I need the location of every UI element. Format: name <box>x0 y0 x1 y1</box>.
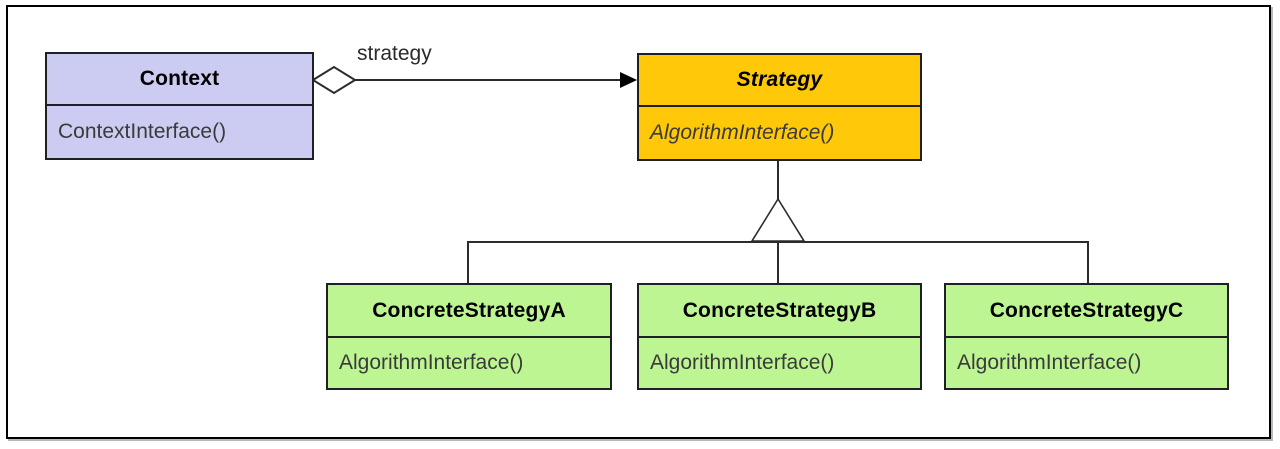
class-name-strategy: Strategy <box>639 55 920 107</box>
class-box-context: Context ContextInterface() <box>45 52 314 160</box>
class-box-concrete-strategy-c: ConcreteStrategyC AlgorithmInterface() <box>944 283 1229 390</box>
class-name-context: Context <box>47 54 312 106</box>
class-name-concrete-strategy-b: ConcreteStrategyB <box>639 285 920 338</box>
class-method-concrete-strategy-a: AlgorithmInterface() <box>339 351 524 374</box>
class-name-concrete-strategy-a: ConcreteStrategyA <box>328 285 610 338</box>
class-method-context: ContextInterface() <box>58 120 227 143</box>
class-method-strategy: AlgorithmInterface() <box>650 121 835 144</box>
class-box-concrete-strategy-a: ConcreteStrategyA AlgorithmInterface() <box>326 283 612 390</box>
class-box-strategy: Strategy AlgorithmInterface() <box>637 53 922 161</box>
class-method-concrete-strategy-b: AlgorithmInterface() <box>650 351 835 374</box>
class-method-concrete-strategy-c: AlgorithmInterface() <box>957 351 1142 374</box>
association-label: strategy <box>357 42 432 65</box>
class-box-concrete-strategy-b: ConcreteStrategyB AlgorithmInterface() <box>637 283 922 390</box>
class-name-concrete-strategy-c: ConcreteStrategyC <box>946 285 1227 338</box>
